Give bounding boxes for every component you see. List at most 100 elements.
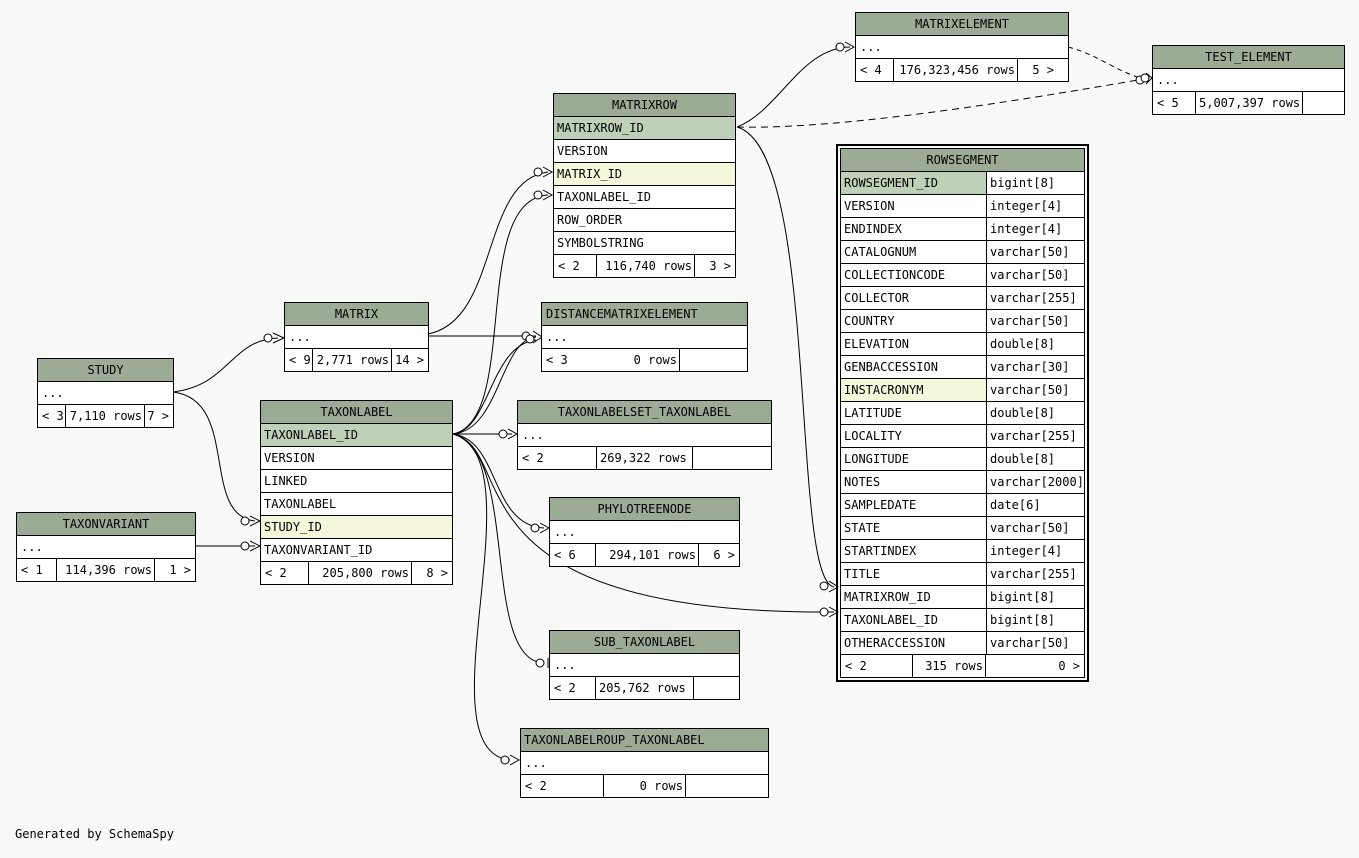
table-title[interactable]: DISTANCEMATRIXELEMENT: [542, 303, 747, 326]
column-row[interactable]: STUDY_ID: [261, 516, 452, 539]
table-matrix[interactable]: MATRIX ... < 9 2,771 rows 14 >: [284, 302, 429, 372]
column-name[interactable]: LONGITUDE: [841, 448, 987, 470]
parent-count[interactable]: < 2: [518, 447, 597, 469]
column-name[interactable]: ENDINDEX: [841, 218, 987, 240]
table-matrixrow[interactable]: MATRIXROW MATRIXROW_ID VERSION MATRIX_ID…: [553, 93, 736, 278]
table-title[interactable]: TAXONLABELSET_TAXONLABEL: [518, 401, 771, 424]
parent-count[interactable]: < 3: [546, 353, 568, 367]
column-name[interactable]: GENBACCESSION: [841, 356, 987, 378]
table-taxonlabel[interactable]: TAXONLABEL TAXONLABEL_ID VERSION LINKED …: [260, 400, 453, 585]
column-name[interactable]: NOTES: [841, 471, 987, 493]
parent-count[interactable]: < 1: [17, 559, 57, 581]
parent-count[interactable]: < 2: [841, 655, 913, 677]
column-row[interactable]: TAXONVARIANT_ID: [261, 539, 452, 562]
parent-count[interactable]: < 5: [1153, 92, 1196, 114]
child-count[interactable]: 0 >: [1058, 659, 1080, 673]
table-taxonlabelset-taxonlabel[interactable]: TAXONLABELSET_TAXONLABEL ... < 2 269,322…: [517, 400, 772, 470]
parent-count[interactable]: < 4: [856, 59, 894, 81]
column-row[interactable]: TAXONLABEL_ID: [554, 186, 735, 209]
parent-count[interactable]: < 2: [521, 775, 604, 797]
parent-count[interactable]: < 3: [38, 405, 66, 427]
column-row[interactable]: SYMBOLSTRING: [554, 232, 735, 255]
parent-count[interactable]: < 2: [550, 677, 596, 699]
column-name[interactable]: CATALOGNUM: [841, 241, 987, 263]
child-count[interactable]: 7 >: [147, 409, 169, 423]
column-row[interactable]: TAXONLABEL_ID: [261, 424, 452, 447]
column-row[interactable]: LINKED: [261, 470, 452, 493]
table-title[interactable]: TEST_ELEMENT: [1153, 46, 1344, 69]
parent-count[interactable]: < 9: [285, 349, 313, 371]
table-title[interactable]: TAXONVARIANT: [17, 513, 195, 536]
column-name[interactable]: COLLECTOR: [841, 287, 987, 309]
parent-count[interactable]: < 2: [261, 562, 309, 584]
column-name[interactable]: LOCALITY: [841, 425, 987, 447]
column-row[interactable]: MATRIX_ID: [554, 163, 735, 186]
column-row[interactable]: ROW_ORDER: [554, 209, 735, 232]
child-count[interactable]: 8 >: [426, 566, 448, 580]
table-title[interactable]: STUDY: [38, 359, 173, 382]
table-phylotreenode[interactable]: PHYLOTREENODE ... < 6 294,101 rows 6 >: [549, 497, 740, 567]
column-name[interactable]: STARTINDEX: [841, 540, 987, 562]
column-name[interactable]: MATRIXROW_ID: [841, 586, 987, 608]
table-distancematrixelement[interactable]: DISTANCEMATRIXELEMENT ... < 3 0 rows: [541, 302, 748, 372]
column-name[interactable]: ROWSEGMENT_ID: [841, 172, 987, 194]
table-title[interactable]: MATRIX: [285, 303, 428, 326]
parent-count[interactable]: < 2: [554, 255, 597, 277]
child-count[interactable]: 5 >: [1032, 63, 1054, 77]
table-title[interactable]: PHYLOTREENODE: [550, 498, 739, 521]
column-name[interactable]: OTHERACCESSION: [841, 632, 987, 654]
table-study[interactable]: STUDY ... < 3 7,110 rows 7 >: [37, 358, 174, 428]
column-name[interactable]: COUNTRY: [841, 310, 987, 332]
table-title[interactable]: ROWSEGMENT: [841, 149, 1084, 172]
column-row[interactable]: TAXONLABEL: [261, 493, 452, 516]
child-count[interactable]: 14 >: [395, 353, 424, 367]
column-name[interactable]: INSTACRONYM: [841, 379, 987, 401]
table-title[interactable]: TAXONLABELROUP_TAXONLABEL: [521, 729, 768, 752]
parent-count[interactable]: < 6: [550, 544, 596, 566]
column-name[interactable]: VERSION: [841, 195, 987, 217]
child-count[interactable]: 6 >: [713, 548, 735, 562]
column-name[interactable]: SAMPLEDATE: [841, 494, 987, 516]
column-row[interactable]: MATRIXROW_ID: [554, 117, 735, 140]
table-test-element[interactable]: TEST_ELEMENT ... < 5 5,007,397 rows: [1152, 45, 1345, 115]
column-name[interactable]: TAXONLABEL_ID: [841, 609, 987, 631]
column-name[interactable]: STATE: [841, 517, 987, 539]
table-taxonvariant[interactable]: TAXONVARIANT ... < 1 114,396 rows 1 >: [16, 512, 196, 582]
table-title[interactable]: MATRIXROW: [554, 94, 735, 117]
table-sub-taxonlabel[interactable]: SUB_TAXONLABEL ... < 2 205,762 rows: [549, 630, 740, 700]
table-title[interactable]: SUB_TAXONLABEL: [550, 631, 739, 654]
column-name[interactable]: COLLECTIONCODE: [841, 264, 987, 286]
table-taxonlabelroup-taxonlabel[interactable]: TAXONLABELROUP_TAXONLABEL ... < 2 0 rows: [520, 728, 769, 798]
table-matrixelement[interactable]: MATRIXELEMENT ... < 4 176,323,456 rows 5…: [855, 12, 1069, 82]
child-count[interactable]: 1 >: [169, 563, 191, 577]
table-title[interactable]: TAXONLABEL: [261, 401, 452, 424]
column-row[interactable]: VERSION: [261, 447, 452, 470]
column-name[interactable]: ELEVATION: [841, 333, 987, 355]
table-title[interactable]: MATRIXELEMENT: [856, 13, 1068, 36]
column-row[interactable]: VERSION: [554, 140, 735, 163]
column-name[interactable]: TITLE: [841, 563, 987, 585]
column-name[interactable]: LATITUDE: [841, 402, 987, 424]
